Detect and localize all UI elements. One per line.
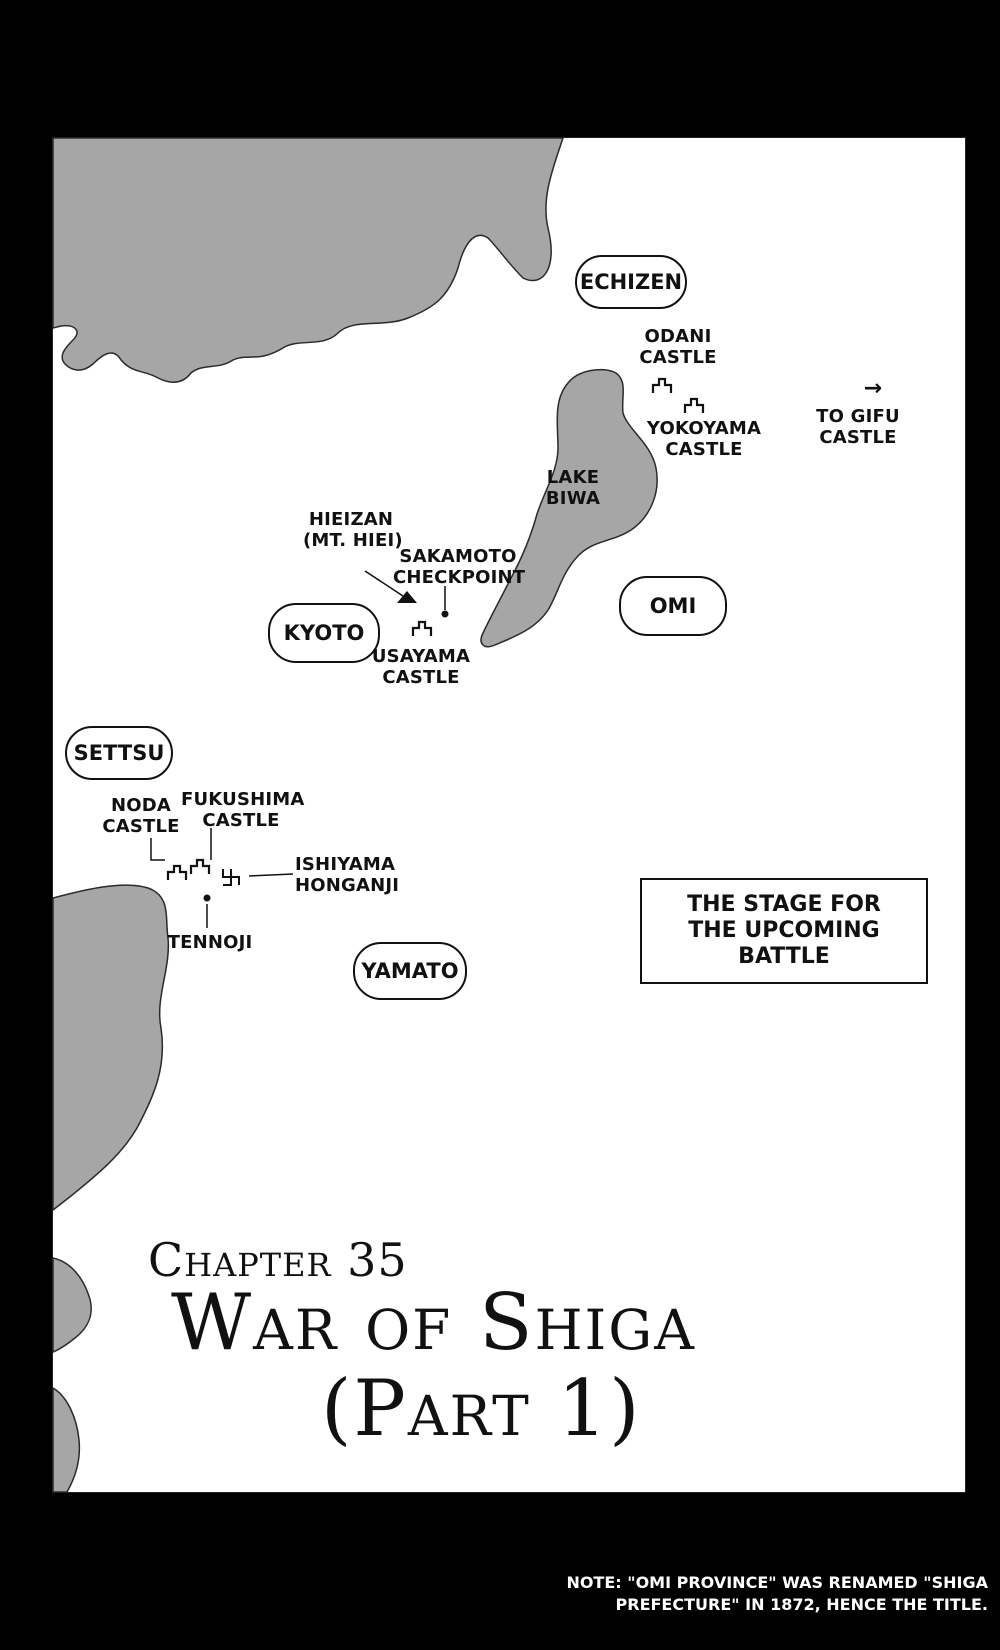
chapter-number: Chapter 35: [148, 1233, 408, 1287]
noda-leader: [150, 838, 165, 861]
usayama-castle-icon: [411, 620, 433, 636]
province-yamato: YAMATO: [353, 942, 467, 1000]
fukushima-castle-icon: [189, 858, 211, 874]
note-line: PREFECTURE" IN 1872, HENCE THE TITLE.: [615, 1595, 988, 1614]
province-kyoto: KYOTO: [268, 603, 380, 663]
land-bottom-left-1: [53, 1257, 92, 1353]
gifu-arrow-icon: →: [863, 376, 883, 401]
stage-caption-line: BATTLE: [738, 944, 830, 969]
odani-castle-icon: [651, 377, 673, 393]
translator-note: NOTE: "OMI PROVINCE" WAS RENAMED "SHIGA …: [520, 1572, 988, 1616]
dot-marker-icon: [441, 610, 449, 618]
manji-temple-icon: [222, 869, 240, 886]
land-southwest: [53, 884, 170, 1211]
chapter-title-line2: (Part 1): [321, 1364, 642, 1454]
page-number: 1: [958, 1478, 965, 1491]
stage-caption-line: THE UPCOMING: [688, 918, 880, 943]
province-omi: OMI: [619, 576, 727, 636]
label-tennoji: TENNOJI: [167, 932, 253, 953]
province-settsu: SETTSU: [65, 726, 173, 780]
map-drawing: [53, 138, 705, 1492]
tennoji-dot-icon: [203, 894, 211, 902]
mountain-triangle-icon: [397, 591, 417, 603]
stage-caption-line: THE STAGE FOR: [687, 892, 881, 917]
hieizan-leader: [364, 570, 404, 597]
land-north: [53, 138, 564, 383]
label-hieizan: HIEIZAN(MT. HIEI): [303, 509, 403, 551]
noda-castle-icon: [166, 864, 188, 880]
chapter-title-line1: War of Shiga: [171, 1278, 696, 1368]
province-echizen: ECHIZEN: [575, 255, 687, 309]
stage-caption-box: THE STAGE FOR THE UPCOMING BATTLE: [640, 878, 928, 984]
yokoyama-castle-icon: [683, 397, 705, 413]
note-line: NOTE: "OMI PROVINCE" WAS RENAMED "SHIGA: [566, 1573, 988, 1592]
land-bottom-left-2: [53, 1387, 81, 1492]
lake-biwa-shape: [480, 368, 658, 648]
ishiyama-leader: [248, 873, 294, 877]
